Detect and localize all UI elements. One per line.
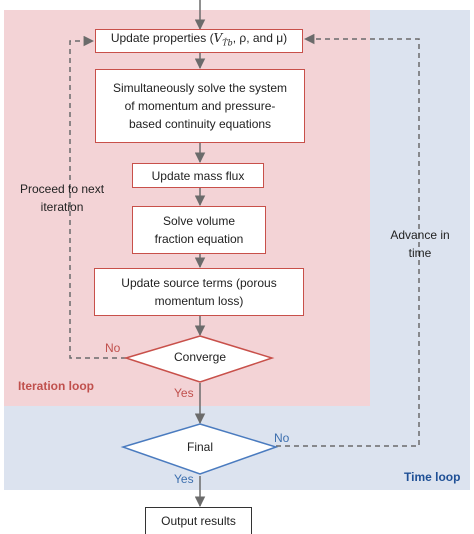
update-properties-prefix: Update properties ( [110, 31, 214, 46]
source-terms-line2: momentum loss) [154, 294, 244, 308]
update-mass-flux-label: Update mass flux [151, 168, 245, 183]
no-final-label: No [274, 431, 290, 445]
solve-volume-line1: Solve volume [162, 214, 236, 228]
update-mass-flux-box: Update mass flux [132, 163, 264, 188]
velocity-subscript: Ťb [222, 38, 233, 48]
solve-volume-box: Solve volume fraction equation [132, 206, 266, 254]
source-terms-box: Update source terms (porous momentum los… [94, 268, 304, 316]
update-properties-label: Update properties (VŤb, ρ, and μ) [111, 29, 287, 52]
no-converge-label: No [105, 341, 121, 355]
solve-system-box: Simultaneously solve the system of momen… [95, 69, 305, 143]
time-loop-title: Time loop [404, 470, 461, 484]
update-properties-box: Update properties (VŤb, ρ, and μ) [95, 29, 303, 53]
solve-system-line3: based continuity equations [128, 117, 272, 131]
source-terms-line1: Update source terms (porous [121, 276, 277, 290]
solve-system-line1: Simultaneously solve the system [112, 81, 288, 95]
top-gap [110, 0, 288, 10]
iteration-loop-title: Iteration loop [18, 379, 94, 393]
advance-label: Advance in time [385, 226, 455, 262]
output-results-label: Output results [161, 514, 236, 528]
output-results-box: Output results [145, 507, 252, 534]
solve-volume-line2: fraction equation [154, 232, 244, 246]
velocity-symbol: V [213, 31, 223, 46]
final-diamond [120, 423, 279, 475]
converge-label: Converge [173, 350, 227, 364]
converge-diamond [123, 335, 275, 383]
yes-final-label: Yes [174, 472, 194, 486]
arrow-iteration-loop [69, 35, 126, 359]
advance-line1: Advance in [390, 228, 450, 242]
arrow-time-loop [276, 33, 420, 447]
advance-line2: time [408, 246, 432, 260]
proceed-line2: iteration [40, 200, 84, 214]
proceed-line1: Proceed to next [20, 182, 105, 196]
final-label: Final [186, 440, 213, 454]
proceed-label: Proceed to next iteration [20, 180, 104, 216]
yes-converge-label: Yes [174, 386, 194, 400]
solve-system-line2: of momentum and pressure- [124, 99, 276, 113]
update-properties-rest: , ρ, and μ) [232, 31, 288, 46]
